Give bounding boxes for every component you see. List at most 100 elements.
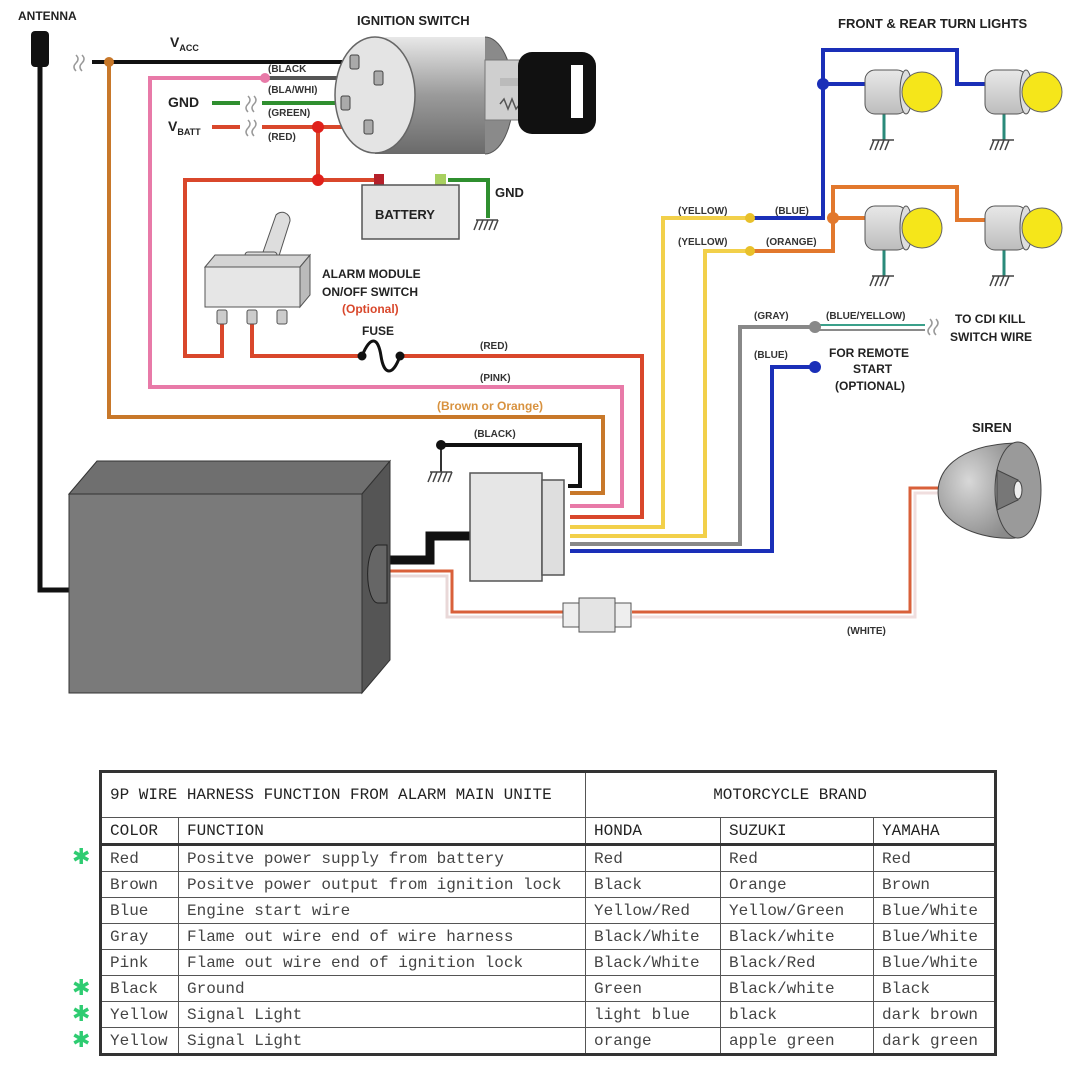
alarm-switch-label-1: ALARM MODULE	[322, 267, 421, 281]
cell-honda: Black/White	[585, 923, 721, 950]
fuse-label: FUSE	[362, 324, 394, 338]
cell-color: Black	[100, 975, 179, 1002]
alarm-onoff-switch	[203, 211, 312, 325]
ignition-switch	[334, 36, 525, 155]
cell-yamaha: Blue/White	[873, 923, 996, 950]
cdi-label-1: TO CDI KILL	[955, 312, 1025, 326]
wire-label-blawhi: (BLA/WHI)	[268, 85, 317, 96]
cell-suzuki: black	[720, 1001, 874, 1028]
wire-label-black-ign: (BLACK	[268, 64, 307, 75]
siren-label: SIREN	[972, 420, 1012, 435]
wire-siren	[385, 569, 565, 614]
wire-gray	[570, 325, 815, 546]
cell-function: Signal Light	[178, 1001, 586, 1028]
wire-label-pink: (PINK)	[480, 373, 511, 384]
star-icon: ✱	[72, 845, 91, 870]
col-header-suzuki: SUZUKI	[720, 817, 874, 846]
cell-suzuki: Black/white	[720, 975, 874, 1002]
alarm-switch-label-2: ON/OFF SWITCH	[322, 285, 418, 299]
cell-function: Signal Light	[178, 1027, 586, 1055]
turn-lights-label: FRONT & REAR TURN LIGHTS	[838, 16, 1028, 31]
cell-yamaha: dark brown	[873, 1001, 996, 1028]
cell-honda: Black	[585, 871, 721, 898]
col-header-function: FUNCTION	[178, 817, 586, 846]
cell-honda: light blue	[585, 1001, 721, 1028]
ground-icon	[427, 219, 499, 483]
wire-blue-remote	[570, 365, 815, 553]
cell-yamaha: Blue/White	[873, 949, 996, 976]
table-header-row: COLOR FUNCTION HONDA SUZUKI YAMAHA	[100, 817, 996, 846]
cell-suzuki: Black/Red	[720, 949, 874, 976]
col-header-yamaha: YAMAHA	[873, 817, 996, 846]
gnd-ignition-label: GND	[168, 94, 199, 110]
cell-yamaha: dark green	[873, 1027, 996, 1055]
cell-suzuki: Black/white	[720, 923, 874, 950]
wire-label-blue-yellow: (BLUE/YELLOW)	[826, 311, 905, 322]
cell-yamaha: Brown	[873, 871, 996, 898]
cell-yamaha: Black	[873, 975, 996, 1002]
wire-label-orange: (ORANGE)	[766, 237, 817, 248]
alarm-main-unit	[67, 459, 392, 695]
wire-label-gray: (GRAY)	[754, 311, 789, 322]
battery-label: BATTERY	[375, 207, 435, 222]
wire-orange-turn	[752, 185, 985, 253]
turn-light-front-left	[864, 69, 943, 151]
wire-label-yellow-2: (YELLOW)	[678, 237, 727, 248]
alarm-switch-optional: (Optional)	[342, 302, 399, 316]
gnd-battery-label: GND	[495, 185, 524, 200]
cell-honda: Red	[585, 844, 721, 872]
wire-yellow-1	[570, 216, 750, 529]
cell-function: Positve power output from ignition lock	[178, 871, 586, 898]
turn-lights	[864, 69, 1063, 287]
wire-break-icons	[73, 54, 939, 336]
cell-yamaha: Red	[873, 844, 996, 872]
cell-color: Pink	[100, 949, 179, 976]
cell-function: Ground	[178, 975, 586, 1002]
fuse-icon	[357, 339, 405, 373]
cell-function: Flame out wire end of wire harness	[178, 923, 586, 950]
wire-label-red: (RED)	[480, 341, 508, 352]
wire-harness-main	[385, 531, 470, 565]
cell-color: Yellow	[100, 1027, 179, 1055]
wire-label-white: (WHITE)	[847, 626, 886, 637]
wire-red-fuse	[250, 322, 362, 358]
turn-light-rear-right	[984, 205, 1063, 287]
col-header-color: COLOR	[100, 817, 179, 846]
cell-honda: Black/White	[585, 949, 721, 976]
battery: BATTERY	[361, 174, 460, 240]
wire-yellow-2	[570, 249, 750, 538]
wire-black-ground	[441, 443, 582, 488]
cell-function: Positve power supply from battery	[178, 844, 586, 872]
cell-honda: orange	[585, 1027, 721, 1055]
cell-suzuki: apple green	[720, 1027, 874, 1055]
wire-pink	[148, 76, 624, 508]
key-icon	[518, 52, 596, 134]
wire-brown	[107, 62, 605, 495]
cdi-label-2: SWITCH WIRE	[950, 330, 1032, 344]
siren-icon	[937, 441, 1042, 539]
junction-nodes	[104, 57, 839, 450]
wire-red-switch	[183, 178, 318, 358]
harness-connector	[469, 472, 565, 582]
turn-light-front-right	[984, 69, 1063, 151]
wire-label-red-ign: (RED)	[268, 132, 296, 143]
remote-label-1: FOR REMOTE	[829, 346, 909, 360]
cell-function: Flame out wire end of ignition lock	[178, 949, 586, 976]
brand-header: MOTORCYCLE BRAND	[585, 771, 996, 818]
cell-honda: Yellow/Red	[585, 897, 721, 924]
wire-blue-turn	[752, 48, 985, 220]
antenna-label: ANTENNA	[18, 9, 77, 23]
wire-label-brown-or-orange: (Brown or Orange)	[437, 399, 543, 413]
harness-function-table: 9P WIRE HARNESS FUNCTION FROM ALARM MAIN…	[99, 770, 997, 1056]
wire-label-black: (BLACK)	[474, 429, 516, 440]
cell-color: Blue	[100, 897, 179, 924]
turn-light-rear-left	[864, 205, 943, 287]
remote-label-2: START	[853, 362, 893, 376]
cell-honda: Green	[585, 975, 721, 1002]
table-title-row: 9P WIRE HARNESS FUNCTION FROM ALARM MAIN…	[100, 771, 996, 818]
